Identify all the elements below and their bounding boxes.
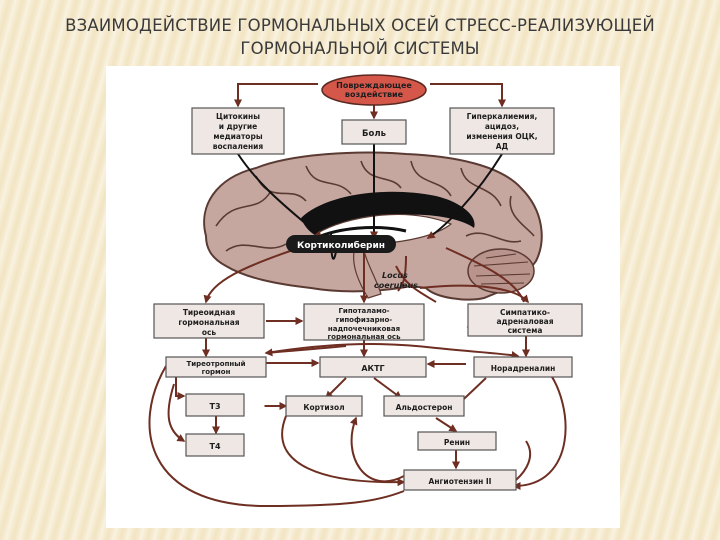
stress-hormone-diagram: Повреждающее воздействие Цитокины и друг… — [106, 66, 620, 528]
tsh-line-1: Тиреотропный — [186, 360, 245, 368]
tsh-line-2: гормон — [202, 368, 231, 376]
harmful-impact-label-1: Повреждающее — [336, 81, 412, 90]
cytokines-line-3: медиаторы — [213, 132, 262, 141]
cytokines-box: Цитокины и другие медиаторы воспаления — [192, 108, 284, 154]
hpa-axis-line-3: надпочечниковая — [328, 325, 400, 333]
thyroid-axis-box: Тиреоидная гормональная ось — [154, 304, 264, 338]
harmful-impact-node: Повреждающее воздействие — [322, 75, 426, 105]
aldosterone-box: Альдостерон — [384, 396, 464, 416]
hyperkalemia-line-2: ацидоз, — [485, 122, 519, 131]
cytokines-line-2: и другие — [219, 122, 257, 131]
hpa-axis-box: Гипоталамо- гипофизарно- надпочечниковая… — [304, 304, 424, 341]
hyperkalemia-line-1: Гиперкалиемия, — [467, 112, 538, 121]
harmful-impact-label-2: воздействие — [345, 90, 404, 99]
t3-label: Т3 — [209, 402, 220, 411]
sympathoadrenal-box: Симпатико- адреналовая система — [468, 304, 582, 336]
thyroid-axis-line-3: ось — [202, 328, 217, 337]
pain-label: Боль — [362, 129, 386, 139]
aldosterone-label: Альдостерон — [396, 403, 453, 412]
crh-node: Кортиколиберин — [286, 235, 396, 253]
angiotensin-label: Ангиотензин II — [429, 477, 492, 486]
renin-box: Ренин — [418, 432, 496, 450]
thyroid-axis-line-1: Тиреоидная — [183, 308, 236, 317]
sympathoadrenal-line-2: адреналовая — [496, 317, 553, 326]
hpa-axis-line-2: гипофизарно- — [336, 316, 393, 324]
crh-label: Кортиколиберин — [297, 240, 385, 251]
locus-line-2: coeruleus — [374, 281, 418, 290]
hpa-axis-line-1: Гипоталамо- — [338, 307, 389, 315]
renin-label: Ренин — [444, 438, 470, 447]
hyperkalemia-line-4: АД — [496, 142, 509, 151]
hyperkalemia-line-3: изменения ОЦК, — [466, 132, 537, 141]
diagram-panel: Повреждающее воздействие Цитокины и друг… — [106, 66, 620, 528]
norepinephrine-label: Норадреналин — [491, 364, 556, 373]
cytokines-line-4: воспаления — [213, 142, 264, 151]
t4-box: Т4 — [186, 434, 244, 456]
acth-box: АКТГ — [320, 357, 426, 377]
t3-box: Т3 — [186, 394, 244, 416]
slide-title-line-1: ВЗАИМОДЕЙСТВИЕ ГОРМОНАЛЬНЫХ ОСЕЙ СТРЕСС-… — [40, 14, 680, 37]
cortisol-label: Кортизол — [303, 403, 344, 412]
thyroid-axis-line-2: гормональная — [178, 318, 239, 327]
t4-label: Т4 — [209, 442, 220, 451]
slide-title-line-2: ГОРМОНАЛЬНОЙ СИСТЕМЫ — [40, 37, 680, 60]
acth-label: АКТГ — [361, 364, 384, 373]
hyperkalemia-box: Гиперкалиемия, ацидоз, изменения ОЦК, АД — [450, 108, 554, 154]
norepinephrine-box: Норадреналин — [474, 357, 572, 377]
pain-box: Боль — [342, 120, 406, 144]
angiotensin-box: Ангиотензин II — [404, 470, 516, 490]
cytokines-line-1: Цитокины — [216, 112, 260, 121]
slide-title: ВЗАИМОДЕЙСТВИЕ ГОРМОНАЛЬНЫХ ОСЕЙ СТРЕСС-… — [40, 14, 680, 60]
cortisol-box: Кортизол — [286, 396, 362, 416]
sympathoadrenal-line-1: Симпатико- — [500, 308, 550, 317]
tsh-box: Тиреотропный гормон — [166, 357, 266, 377]
locus-line-1: Locus — [382, 271, 408, 280]
sympathoadrenal-line-3: система — [508, 326, 543, 335]
hpa-axis-line-4: гормональная ось — [328, 333, 402, 341]
